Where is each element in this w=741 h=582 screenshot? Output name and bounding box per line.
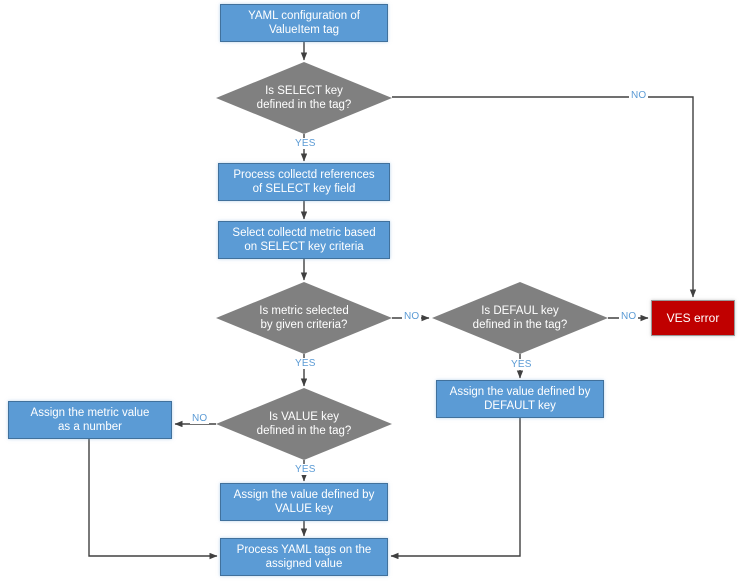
node-assign-value-label: Assign the value defined by VALUE key	[233, 488, 375, 515]
node-value-key-decision[interactable]: Is VALUE key defined in the tag?	[216, 388, 392, 460]
node-ves-error[interactable]: VES error	[651, 300, 735, 336]
node-process-yaml[interactable]: Process YAML tags on the assigned value	[220, 538, 388, 576]
node-ves-error-label: VES error	[666, 310, 720, 325]
node-process-references[interactable]: Process collectd references of SELECT ke…	[218, 163, 390, 201]
node-assign-default-label: Assign the value defined by DEFAULT key	[449, 385, 591, 412]
edge-label-metric-no: NO	[402, 311, 422, 322]
edge-label-select-no: NO	[629, 90, 649, 101]
node-start[interactable]: YAML configuration of ValueItem tag	[220, 4, 388, 42]
diamond-icon	[216, 62, 392, 134]
edge-label-defaul-no: NO	[619, 311, 639, 322]
node-defaul-key-decision[interactable]: Is DEFAUL key defined in the tag?	[432, 282, 608, 354]
node-select-key-label: Is SELECT key defined in the tag?	[256, 84, 352, 111]
node-assign-number-label: Assign the metric value as a number	[30, 406, 150, 433]
node-start-label: YAML configuration of ValueItem tag	[248, 9, 360, 36]
edge-label-defaul-yes: YES	[509, 359, 534, 370]
node-metric-selected-label: Is metric selected by given criteria?	[259, 304, 349, 331]
node-assign-number[interactable]: Assign the metric value as a number	[8, 401, 172, 439]
edge-label-value-yes: YES	[293, 464, 318, 475]
edge-label-metric-yes: YES	[293, 358, 318, 369]
node-select-key-decision[interactable]: Is SELECT key defined in the tag?	[216, 62, 392, 134]
edge-label-value-no: NO	[190, 413, 210, 424]
node-process-yaml-label: Process YAML tags on the assigned value	[236, 543, 372, 570]
node-metric-selected-decision[interactable]: Is metric selected by given criteria?	[216, 282, 392, 354]
edge-label-select-yes: YES	[293, 138, 318, 149]
node-select-metric-label: Select collectd metric based on SELECT k…	[232, 226, 376, 253]
node-value-key-label: Is VALUE key defined in the tag?	[256, 410, 352, 437]
node-process-references-label: Process collectd references of SELECT ke…	[233, 168, 375, 195]
diamond-icon	[216, 388, 392, 460]
diamond-icon	[216, 282, 392, 354]
node-defaul-key-label: Is DEFAUL key defined in the tag?	[472, 304, 568, 331]
edge-number-to-yaml	[88, 439, 218, 560]
node-select-metric[interactable]: Select collectd metric based on SELECT k…	[218, 221, 390, 259]
node-assign-default[interactable]: Assign the value defined by DEFAULT key	[436, 380, 604, 418]
diamond-icon	[432, 282, 608, 354]
edge-assign-default-to-yaml	[390, 418, 521, 560]
node-assign-value[interactable]: Assign the value defined by VALUE key	[220, 483, 388, 521]
edge-select-no-to-error	[392, 96, 697, 298]
